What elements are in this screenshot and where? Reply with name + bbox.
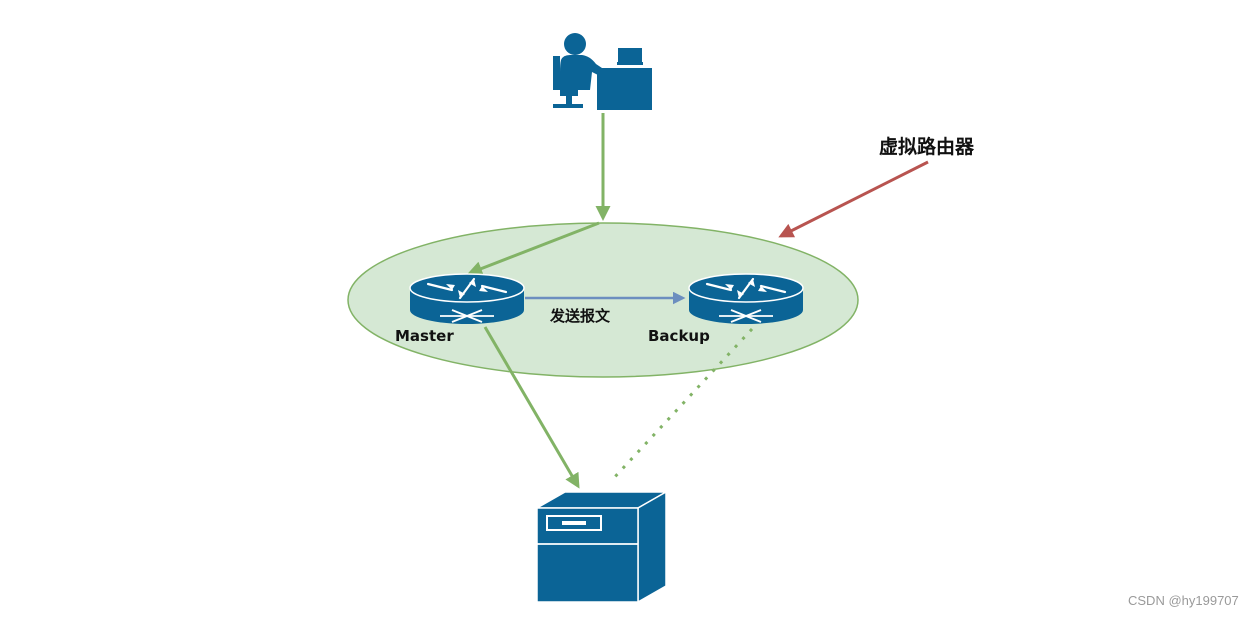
- backup-to-server-standby-link: [610, 327, 754, 482]
- master-to-server-arrow: [483, 326, 580, 489]
- backup-label: Backup: [648, 327, 710, 345]
- user-at-computer-icon: [553, 33, 652, 110]
- virtual-to-master-arrow: [467, 221, 600, 276]
- csdn-watermark: CSDN @hy199707: [1128, 593, 1239, 608]
- virtual-router-pointer-arrow: [778, 160, 929, 238]
- backup-router-icon: [688, 273, 804, 324]
- virtual-router-group: [347, 222, 859, 378]
- server-icon: [534, 490, 669, 604]
- virtual-router-label: 虚拟路由器: [879, 135, 975, 158]
- send-message-label: 发送报文: [549, 307, 611, 325]
- master-router-icon: [409, 273, 525, 324]
- master-label: Master: [395, 327, 454, 345]
